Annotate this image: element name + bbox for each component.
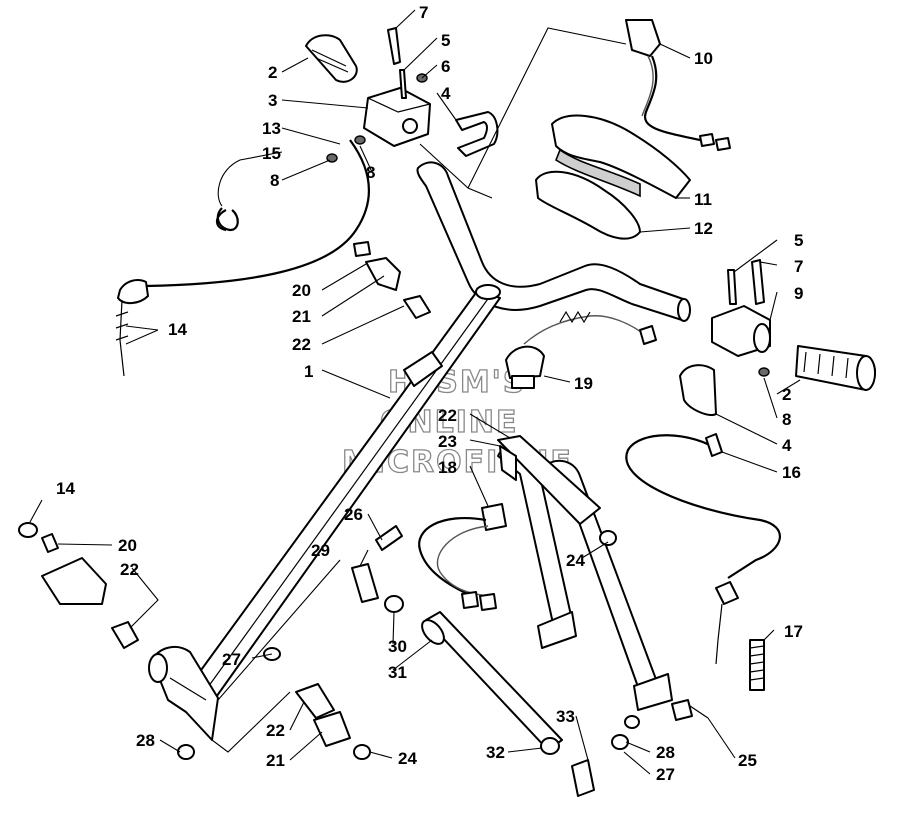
callout-19: 19 [574, 374, 593, 393]
callout-5-right: 5 [794, 231, 803, 250]
callout-10: 10 [694, 49, 713, 68]
callout-7-top: 7 [419, 3, 428, 22]
reference-lines [211, 27, 627, 753]
callout-30: 30 [388, 637, 407, 656]
snap-ring [216, 207, 239, 232]
right-clip [679, 364, 717, 416]
leader-lines [29, 9, 801, 775]
callout-6: 6 [441, 57, 450, 76]
callout-27-right: 27 [656, 765, 675, 784]
callout-3: 3 [268, 91, 277, 110]
callout-20-top: 20 [292, 281, 311, 300]
callout-28-left: 28 [136, 731, 155, 750]
callout-21-top: 21 [292, 307, 311, 326]
callout-17: 17 [784, 622, 803, 641]
callout-25: 25 [738, 751, 757, 770]
callout-5-top: 5 [441, 31, 450, 50]
switch-assembly [625, 19, 731, 151]
callout-8-right: 8 [782, 410, 791, 429]
callout-1: 1 [304, 362, 313, 381]
spring [749, 639, 765, 691]
throttle-cable [115, 139, 371, 377]
hardware-26-29 [177, 525, 709, 797]
callout-24-right: 24 [566, 551, 585, 570]
callout-27-left: 27 [222, 650, 241, 669]
callout-21-bottom: 21 [266, 751, 285, 770]
callout-9: 9 [794, 284, 803, 303]
left-clip [455, 111, 499, 157]
bracket-lower-left [18, 522, 139, 649]
handlebar [416, 161, 691, 322]
callout-8-mid: 8 [366, 163, 375, 182]
callout-22-top: 22 [292, 335, 311, 354]
callout-15: 15 [262, 144, 281, 163]
callout-labels: 7 5 6 4 2 3 13 15 8 8 10 11 12 5 7 9 2 8… [56, 3, 803, 784]
steering-post [148, 284, 501, 741]
callout-16: 16 [782, 463, 801, 482]
bracket-lower-center [295, 683, 371, 760]
left-grip [305, 34, 358, 83]
switch-18 [418, 503, 507, 611]
callout-33: 33 [556, 707, 575, 726]
callout-11: 11 [694, 190, 712, 209]
callout-4-right: 4 [782, 436, 792, 455]
callout-24-bottom: 24 [398, 749, 417, 768]
tie-rod [384, 595, 563, 755]
callout-29: 29 [311, 541, 330, 560]
callout-14-bottom: 14 [56, 479, 75, 498]
callout-18: 18 [438, 458, 457, 477]
kill-switch [505, 310, 657, 389]
support-bracket [497, 435, 673, 711]
callout-31: 31 [388, 663, 407, 682]
callout-2-left: 2 [268, 63, 277, 82]
callout-28-right: 28 [656, 743, 675, 762]
callout-32: 32 [486, 743, 505, 762]
callout-13: 13 [262, 119, 281, 138]
callout-12: 12 [694, 219, 713, 238]
grip-pad-upper [551, 114, 691, 199]
callout-26: 26 [344, 505, 363, 524]
callout-2-right: 2 [782, 385, 791, 404]
callout-22-bottom-left: 22 [120, 560, 139, 579]
callout-8-left: 8 [270, 171, 279, 190]
right-housing [711, 305, 771, 357]
left-housing [363, 87, 431, 147]
brake-cable [625, 433, 781, 665]
callout-20-bottom: 20 [118, 536, 137, 555]
callout-4-top: 4 [441, 84, 451, 103]
bracket-20 [353, 241, 431, 319]
right-grip [795, 345, 876, 391]
callout-14-top: 14 [168, 320, 187, 339]
callout-7-right: 7 [794, 257, 803, 276]
callout-23: 23 [438, 432, 457, 451]
callout-22-mid: 22 [438, 406, 457, 425]
callout-22-bottom: 22 [266, 721, 285, 740]
